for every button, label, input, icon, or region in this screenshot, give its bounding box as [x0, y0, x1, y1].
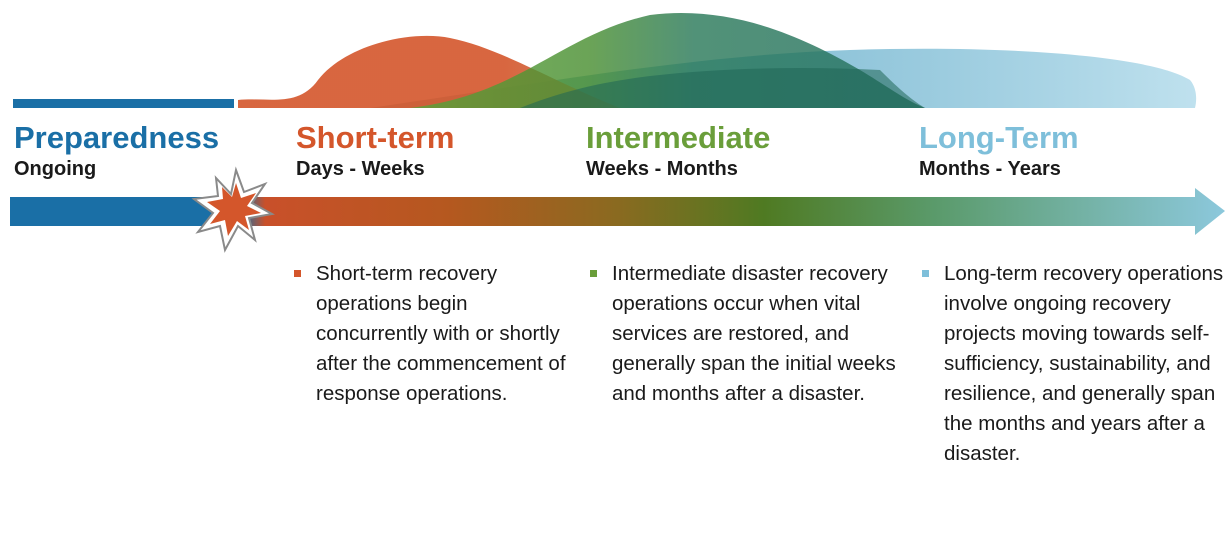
phase-subtitle: Months - Years [919, 158, 1061, 180]
phase-title: Short-term [296, 120, 455, 155]
phase-subtitle: Weeks - Months [586, 158, 738, 180]
description-text: Intermediate disaster recovery operation… [612, 262, 896, 405]
phase-intermediate: Intermediate Weeks - Months [586, 120, 770, 182]
intermediate-description: Intermediate disaster recovery operation… [590, 259, 900, 409]
preparedness-bar [13, 99, 234, 108]
phase-title: Intermediate [586, 120, 771, 155]
short-term-description: Short-term recovery operations begin con… [294, 259, 579, 409]
phase-preparedness: Preparedness Ongoing [14, 120, 219, 182]
description-text: Short-term recovery operations begin con… [316, 262, 566, 405]
phase-subtitle: Ongoing [14, 158, 97, 180]
long-term-description: Long-term recovery operations involve on… [922, 259, 1224, 469]
square-bullet-icon [590, 270, 597, 277]
explosion-burst-icon [191, 166, 275, 253]
timeline-arrow [10, 188, 1225, 235]
description-text: Long-term recovery operations involve on… [944, 262, 1224, 465]
phase-subtitle: Days - Weeks [296, 158, 425, 180]
square-bullet-icon [294, 270, 301, 277]
square-bullet-icon [922, 270, 929, 277]
phase-title: Long-Term [919, 120, 1079, 155]
phase-long-term: Long-Term Months - Years [919, 120, 1079, 182]
phase-title: Preparedness [14, 120, 220, 155]
overlap-shade [520, 68, 925, 108]
phase-short-term: Short-term Days - Weeks [296, 120, 454, 182]
